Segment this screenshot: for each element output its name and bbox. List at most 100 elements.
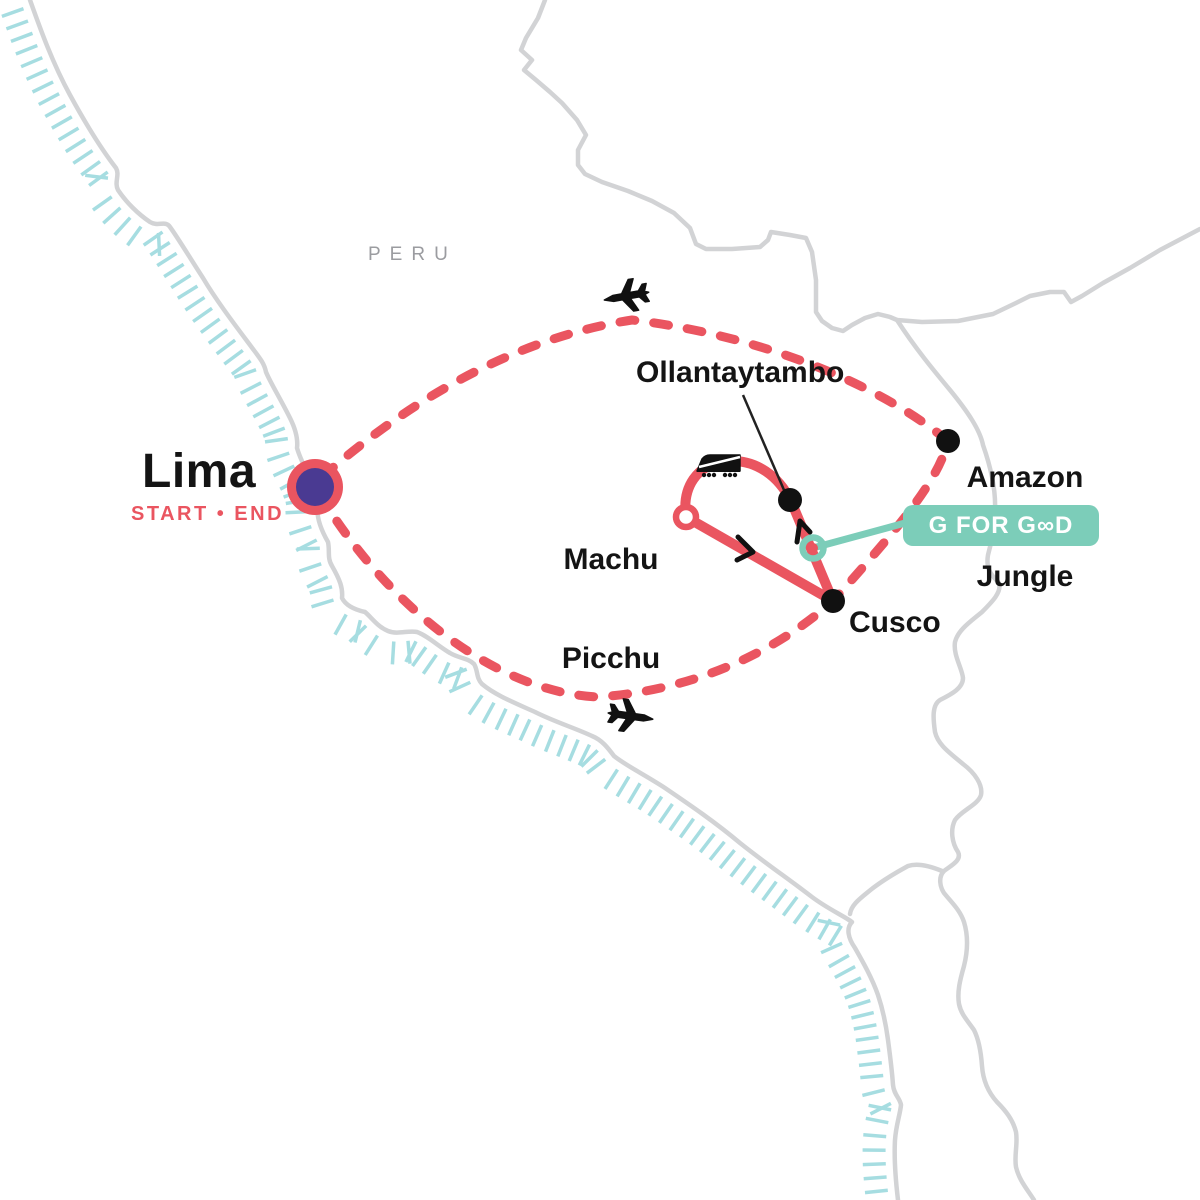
water-hatch-mark <box>467 694 484 716</box>
water-hatch-mark <box>585 757 607 775</box>
machu-picchu-label: Machu Picchu <box>540 477 682 708</box>
water-hatch-mark <box>868 1103 892 1112</box>
border-north <box>518 0 1200 334</box>
water-hatch-mark <box>448 680 472 694</box>
water-hatch-mark <box>10 31 34 44</box>
water-hatch-mark <box>266 451 290 463</box>
water-hatch-mark <box>834 965 856 980</box>
water-hatch-mark <box>718 849 736 870</box>
water-hatch-mark <box>771 888 789 909</box>
water-hatch-mark <box>860 1073 884 1080</box>
water-hatch-mark <box>199 317 221 334</box>
train-icon <box>696 454 741 478</box>
water-hatch-mark <box>530 724 544 747</box>
water-hatch-mark <box>37 92 60 107</box>
water-hatch-mark <box>272 464 296 478</box>
water-hatch-mark <box>863 1132 887 1139</box>
water-hatch-mark <box>252 404 275 419</box>
water-hatch-mark <box>781 895 799 917</box>
water-hatch-mark <box>288 525 312 536</box>
water-hatch-mark <box>333 613 348 636</box>
water-hatch-mark <box>223 348 244 366</box>
water-hatch-mark <box>310 598 335 609</box>
water-hatch-mark <box>88 170 109 187</box>
ollantaytambo-marker <box>778 488 802 512</box>
water-hatch-mark <box>207 328 229 345</box>
water-hatch-mark <box>64 137 87 154</box>
water-hatch-mark <box>858 1061 882 1068</box>
water-hatch-mark <box>126 225 143 247</box>
water-hatch-mark <box>827 924 843 947</box>
machu-picchu-label-line1: Machu <box>563 543 659 576</box>
airplane-icon-bottom <box>607 698 654 733</box>
water-hatch-mark <box>149 241 171 257</box>
water-hatch-mark <box>404 640 418 663</box>
water-hatch-mark <box>51 115 73 130</box>
amazon-jungle-marker <box>936 429 960 453</box>
water-hatch-mark <box>80 160 102 177</box>
water-hatch-mark <box>761 880 778 902</box>
water-hatch-mark <box>855 1035 879 1043</box>
g-for-good-badge-label: G FOR G∞D <box>928 511 1074 539</box>
water-hatch-mark <box>518 718 532 742</box>
water-hatch-mark <box>163 262 185 279</box>
water-hatch-mark <box>678 817 696 839</box>
water-hatch-mark <box>580 749 599 768</box>
water-hatch-mark <box>1 7 25 19</box>
water-hatch-mark <box>688 825 706 846</box>
water-hatch-mark <box>353 619 363 643</box>
water-hatch-mark <box>577 743 592 767</box>
water-hatch-mark <box>839 976 862 990</box>
machu-picchu-marker <box>672 503 700 531</box>
water-hatch-mark <box>792 903 810 925</box>
flight-route-dashed <box>315 315 953 702</box>
water-hatch-mark <box>20 56 43 69</box>
water-hatch-mark <box>421 653 438 675</box>
airplane-icon-top <box>603 277 650 312</box>
water-hatch-mark <box>740 865 757 886</box>
amazon-jungle-label-line2: Jungle <box>976 560 1074 593</box>
water-hatch-mark <box>258 415 281 430</box>
water-hatch-mark <box>264 436 289 444</box>
coastline <box>27 0 904 1200</box>
ocean-hatching <box>1 7 892 1195</box>
water-hatch-mark <box>156 251 178 268</box>
amazon-jungle-label: Amazon Jungle <box>954 395 1096 626</box>
water-hatch-mark <box>494 708 508 731</box>
water-hatch-mark <box>246 393 269 408</box>
machu-picchu-label-line2: Picchu <box>561 642 661 675</box>
water-hatch-mark <box>863 1175 887 1181</box>
amazon-jungle-label-line1: Amazon <box>966 461 1084 494</box>
lima-marker <box>287 459 343 515</box>
water-hatch-mark <box>91 195 113 212</box>
water-hatch-mark <box>298 562 322 573</box>
water-hatch-mark <box>72 149 94 165</box>
water-hatch-mark <box>750 872 768 894</box>
water-hatch-mark <box>296 546 320 551</box>
water-hatch-mark <box>637 788 653 811</box>
border-south-spur <box>847 862 945 917</box>
cusco-marker <box>821 589 845 613</box>
water-hatch-mark <box>647 795 664 817</box>
lima-start-end-label: START • END <box>131 503 285 525</box>
water-hatch-mark <box>390 641 396 665</box>
water-hatch-mark <box>309 585 333 595</box>
g-for-good-badge: G FOR G∞D <box>903 505 1099 546</box>
water-hatch-mark <box>348 624 368 644</box>
water-hatch-mark <box>113 216 132 236</box>
water-hatch-mark <box>708 840 726 861</box>
water-hatch-mark <box>5 19 29 31</box>
water-hatch-mark <box>437 661 451 685</box>
water-hatch-mark <box>828 953 850 969</box>
water-hatch-mark <box>865 1116 889 1125</box>
water-hatch-mark <box>864 1188 888 1195</box>
water-hatch-mark <box>411 646 428 668</box>
water-hatch-mark <box>262 426 286 438</box>
water-hatch-mark <box>844 987 867 1000</box>
water-hatch-mark <box>31 80 54 94</box>
water-hatch-mark <box>805 911 821 934</box>
water-hatch-mark <box>44 103 67 119</box>
lima-label: Lima <box>142 445 257 498</box>
water-hatch-mark <box>850 1010 875 1020</box>
water-hatch-mark <box>615 775 631 798</box>
